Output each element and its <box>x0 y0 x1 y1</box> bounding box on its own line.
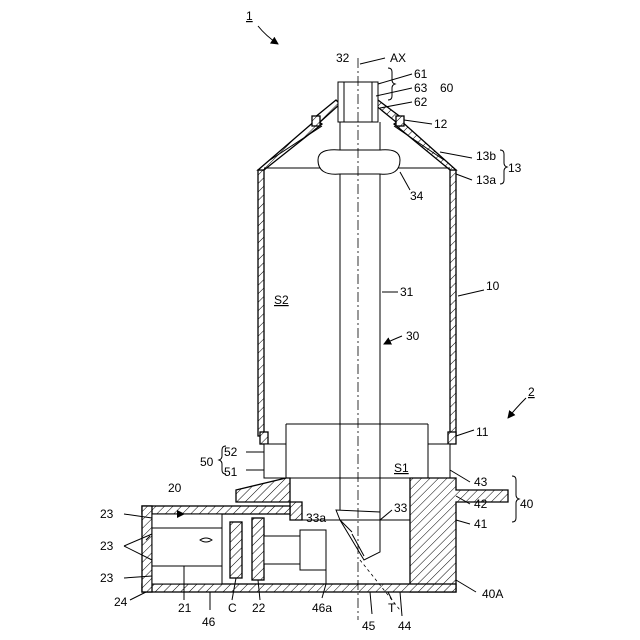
label-60: 60 <box>440 81 454 95</box>
label-20: 20 <box>168 481 182 495</box>
label-ax: AX <box>390 51 406 65</box>
label-45: 45 <box>362 619 376 633</box>
label-33: 33 <box>394 501 408 515</box>
label-13: 13 <box>508 161 522 175</box>
label-s2: S2 <box>274 293 289 307</box>
label-43: 43 <box>474 475 488 489</box>
label-46a: 46a <box>312 601 332 615</box>
label-23a: 23 <box>100 507 114 521</box>
label-61: 61 <box>414 67 428 81</box>
rod-30 <box>318 122 400 560</box>
label-11: 11 <box>476 425 489 439</box>
label-33a: 33a <box>306 511 326 525</box>
label-52: 52 <box>224 445 238 459</box>
label-50: 50 <box>200 455 214 469</box>
label-32: 32 <box>336 51 350 65</box>
label-t: T <box>388 601 396 615</box>
label-c: C <box>228 601 237 615</box>
label-41: 41 <box>474 517 488 531</box>
label-44: 44 <box>398 619 412 633</box>
label-24: 24 <box>114 595 128 609</box>
fig2-arrow <box>508 398 526 418</box>
label-46: 46 <box>202 615 216 629</box>
label-23b: 23 <box>100 539 114 553</box>
label-34: 34 <box>410 189 424 203</box>
label-fig2: 2 <box>528 385 535 399</box>
fig-arrow <box>258 26 278 44</box>
label-23c: 23 <box>100 571 114 585</box>
label-13a: 13a <box>476 173 496 187</box>
label-12: 12 <box>434 117 448 131</box>
label-10: 10 <box>486 279 500 293</box>
label-42: 42 <box>474 497 488 511</box>
label-51: 51 <box>224 465 238 479</box>
label-22: 22 <box>252 601 266 615</box>
label-63: 63 <box>414 81 428 95</box>
label-fig: 1 <box>246 9 253 23</box>
label-21: 21 <box>178 601 192 615</box>
label-13b: 13b <box>476 149 496 163</box>
label-40: 40 <box>520 497 534 511</box>
arrow-30 <box>384 336 402 344</box>
label-40a: 40A <box>482 587 503 601</box>
label-62: 62 <box>414 95 428 109</box>
label-s1: S1 <box>394 461 409 475</box>
label-31: 31 <box>400 285 414 299</box>
label-30: 30 <box>406 329 420 343</box>
